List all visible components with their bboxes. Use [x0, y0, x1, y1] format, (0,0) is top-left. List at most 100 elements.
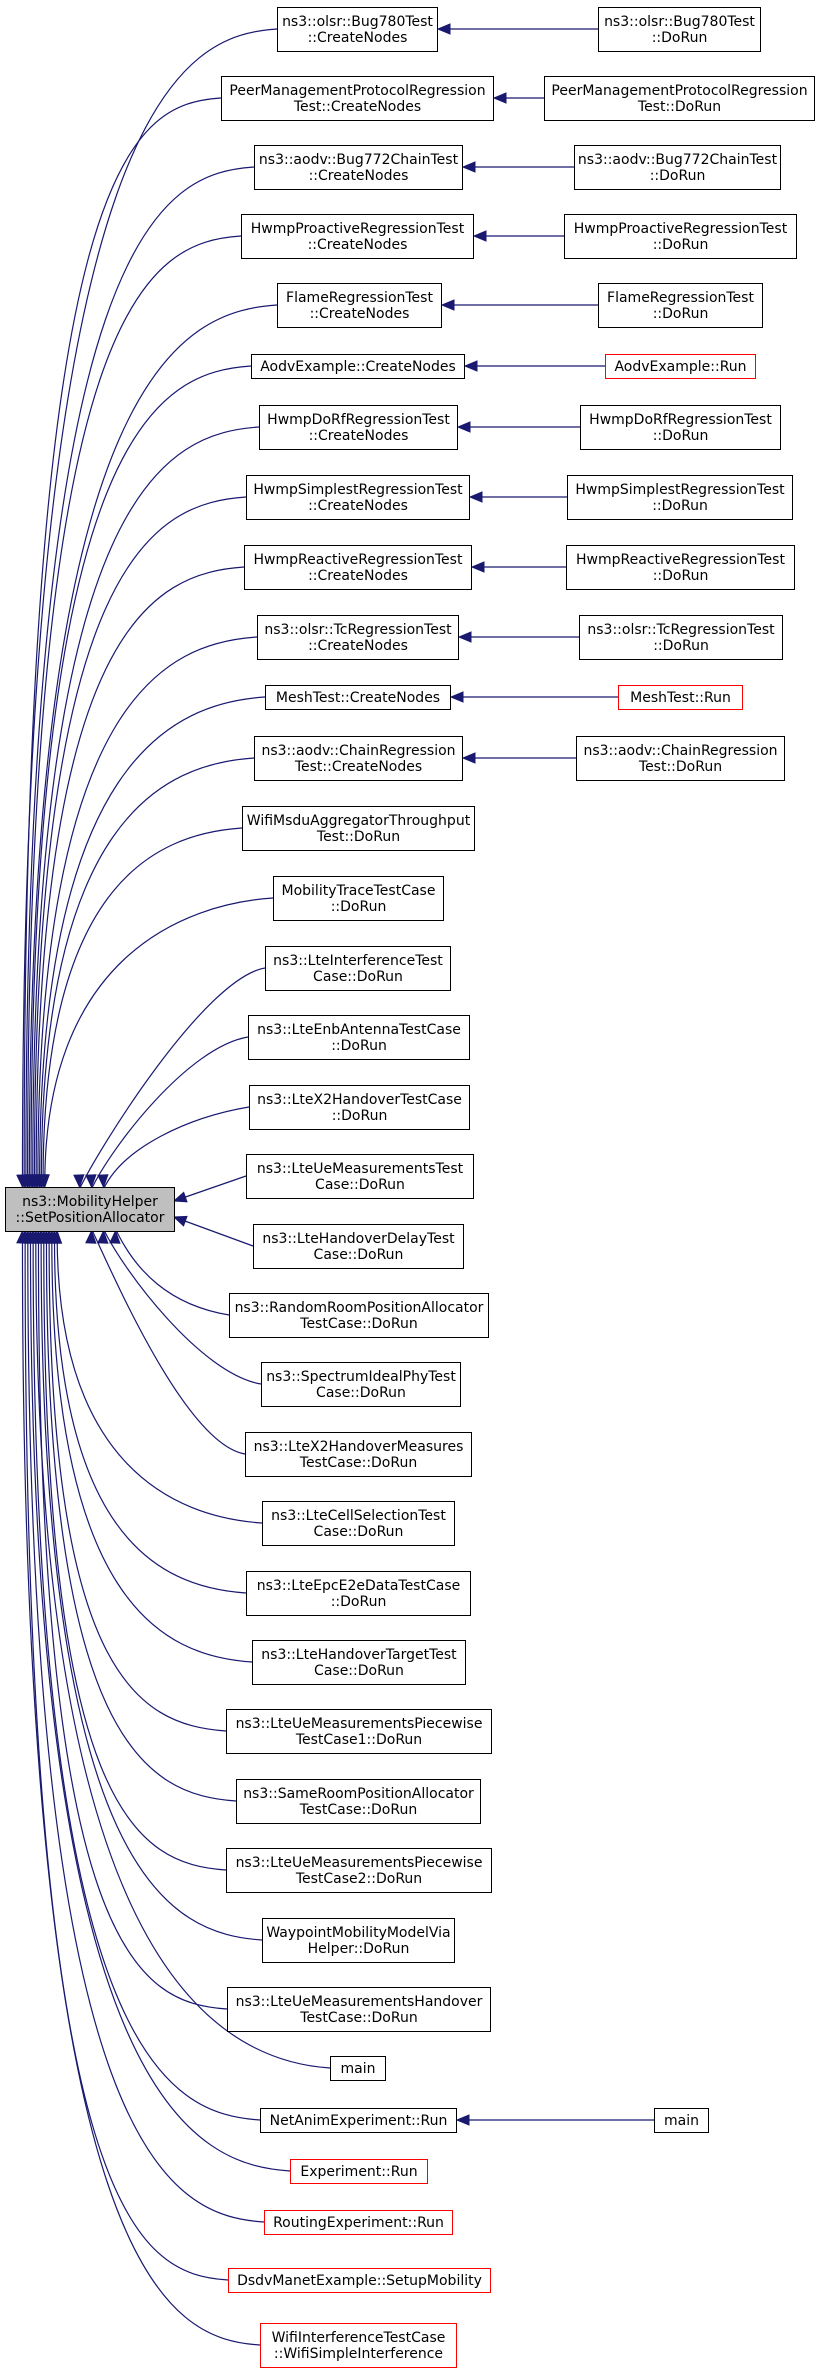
node-flame-create-label-line: FlameRegressionTest [286, 290, 433, 306]
node-flame-create-label-line: ::CreateNodes [310, 306, 410, 322]
edge-arrowhead-lte-handover-delay [172, 1215, 188, 1227]
edge-arrowhead-aodv-bug772-dorun [461, 161, 476, 173]
node-meshtest-create[interactable]: MeshTest::CreateNodes [265, 685, 451, 710]
node-main-2[interactable]: main [654, 2108, 709, 2133]
edge-arrowhead-hwmp-proactive-dorun [472, 230, 487, 242]
node-netanim-run[interactable]: NetAnimExperiment::Run [260, 2108, 457, 2133]
node-mobility-trace[interactable]: MobilityTraceTestCase::DoRun [273, 876, 444, 921]
node-hwmp-simplest-create-label-line: ::CreateNodes [308, 498, 408, 514]
edge-lte-ue-meas-handover-to-root [37, 1228, 228, 2010]
node-experiment-run[interactable]: Experiment::Run [290, 2159, 428, 2184]
edge-lte-x2-handover-to-root [102, 1106, 250, 1190]
node-hwmp-proactive-dorun[interactable]: HwmpProactiveRegressionTest::DoRun [564, 214, 797, 259]
node-netanim-run-label-line: NetAnimExperiment::Run [270, 2113, 448, 2129]
node-hwmp-dorf-dorun[interactable]: HwmpDoRfRegressionTest::DoRun [580, 405, 781, 450]
edge-flame-create-to-root [28, 304, 278, 1190]
node-hwmp-proactive-dorun-label-line: ::DoRun [653, 237, 709, 253]
node-lte-x2-handover-box [249, 1085, 470, 1130]
node-peermgmt-dorun-label-line: Test::DoRun [637, 99, 721, 115]
node-lte-ue-piecewise1[interactable]: ns3::LteUeMeasurementsPiecewiseTestCase1… [226, 1709, 492, 1754]
edge-arrowhead-lte-interference [73, 1174, 85, 1189]
edge-arrowhead-lte-ue-meas [172, 1191, 188, 1203]
node-lte-x2-measures[interactable]: ns3::LteX2HandoverMeasuresTestCase::DoRu… [245, 1432, 472, 1477]
node-aodv-bug772-create-label-line: ns3::aodv::Bug772ChainTest [259, 152, 459, 168]
node-hwmp-dorf-dorun-box [580, 405, 781, 450]
edge-wifi-msdu-to-root [42, 827, 243, 1190]
node-lte-enb-antenna[interactable]: ns3::LteEnbAntennaTestCase::DoRun [248, 1015, 470, 1060]
node-flame-dorun[interactable]: FlameRegressionTest::DoRun [598, 283, 763, 328]
node-hwmp-reactive-create[interactable]: HwmpReactiveRegressionTest::CreateNodes [244, 545, 472, 590]
node-hwmp-reactive-dorun-label-line: ::DoRun [653, 568, 709, 584]
node-lte-enb-antenna-label-line: ::DoRun [331, 1038, 387, 1054]
node-aodv-chain-create[interactable]: ns3::aodv::ChainRegressionTest::CreateNo… [254, 736, 463, 781]
node-lte-interference-box [265, 946, 451, 991]
node-aodv-chain-create-label-line: ns3::aodv::ChainRegression [261, 743, 455, 759]
node-hwmp-dorf-dorun-label-line: HwmpDoRfRegressionTest [589, 412, 772, 428]
node-aodv-bug772-create[interactable]: ns3::aodv::Bug772ChainTest::CreateNodes [254, 145, 463, 190]
node-lte-epc-e2e-box [246, 1571, 471, 1616]
node-dsdv-setup-label-line: DsdvManetExample::SetupMobility [237, 2273, 482, 2289]
edge-arrowhead-main-2 [455, 2114, 470, 2126]
edge-arrowhead-flame-dorun [440, 299, 455, 311]
node-wifi-interference[interactable]: WifiInterferenceTestCase::WifiSimpleInte… [260, 2323, 457, 2368]
node-peermgmt-dorun-box [544, 76, 815, 121]
node-lte-ue-meas-handover-label-line: ns3::LteUeMeasurementsHandover [236, 1994, 483, 2010]
node-meshtest-run[interactable]: MeshTest::Run [618, 685, 743, 710]
node-main-1-label-line: main [341, 2061, 376, 2077]
node-hwmp-reactive-dorun[interactable]: HwmpReactiveRegressionTest::DoRun [566, 545, 795, 590]
node-aodv-bug772-create-box [254, 145, 463, 190]
root-node-mobility-helper-set-position-allocator[interactable]: ns3::MobilityHelper::SetPositionAllocato… [5, 1187, 175, 1232]
node-aodv-example-run-box [605, 354, 756, 379]
node-lte-ue-meas-handover[interactable]: ns3::LteUeMeasurementsHandoverTestCase::… [227, 1987, 491, 2032]
node-olsr-bug780-create[interactable]: ns3::olsr::Bug780Test::CreateNodes [277, 7, 438, 52]
node-hwmp-simplest-dorun[interactable]: HwmpSimplestRegressionTest::DoRun [567, 475, 793, 520]
node-lte-x2-handover[interactable]: ns3::LteX2HandoverTestCase::DoRun [249, 1085, 470, 1130]
node-random-room-box [229, 1293, 489, 1338]
edge-lte-enb-antenna-to-root [90, 1036, 249, 1190]
edge-arrowhead-hwmp-reactive-dorun [470, 561, 485, 573]
graph-edges [16, 23, 654, 2346]
node-hwmp-reactive-dorun-label-line: HwmpReactiveRegressionTest [576, 552, 785, 568]
node-hwmp-dorf-create[interactable]: HwmpDoRfRegressionTest::CreateNodes [259, 405, 458, 450]
node-random-room[interactable]: ns3::RandomRoomPositionAllocatorTestCase… [229, 1293, 489, 1338]
node-olsr-tc-dorun[interactable]: ns3::olsr::TcRegressionTest::DoRun [579, 615, 783, 660]
node-aodv-bug772-dorun[interactable]: ns3::aodv::Bug772ChainTest::DoRun [574, 145, 781, 190]
edge-meshtest-create-to-root [39, 696, 266, 1190]
node-dsdv-setup[interactable]: DsdvManetExample::SetupMobility [228, 2268, 491, 2293]
node-main-1[interactable]: main [330, 2056, 386, 2081]
node-aodv-chain-dorun-label-line: Test::DoRun [638, 759, 722, 775]
node-olsr-bug780-dorun-label-line: ns3::olsr::Bug780Test [604, 14, 755, 30]
node-olsr-bug780-dorun[interactable]: ns3::olsr::Bug780Test::DoRun [598, 7, 761, 52]
edge-arrowhead-wifi-interference [16, 1229, 28, 1244]
node-hwmp-simplest-create[interactable]: HwmpSimplestRegressionTest::CreateNodes [246, 475, 470, 520]
node-aodv-example-run[interactable]: AodvExample::Run [605, 354, 756, 379]
node-same-room[interactable]: ns3::SameRoomPositionAllocatorTestCase::… [236, 1779, 481, 1824]
node-flame-dorun-label-line: FlameRegressionTest [607, 290, 754, 306]
node-peermgmt-dorun[interactable]: PeerManagementProtocolRegressionTest::Do… [544, 76, 815, 121]
node-hwmp-proactive-create[interactable]: HwmpProactiveRegressionTest::CreateNodes [241, 214, 474, 259]
node-random-room-label-line: ns3::RandomRoomPositionAllocator [235, 1300, 484, 1316]
edge-routing-run-to-root [27, 1228, 265, 2223]
node-flame-create[interactable]: FlameRegressionTest::CreateNodes [277, 283, 442, 328]
node-routing-run[interactable]: RoutingExperiment::Run [264, 2210, 453, 2235]
node-peermgmt-create[interactable]: PeerManagementProtocolRegressionTest::Cr… [221, 76, 494, 121]
node-wifi-msdu-box [242, 806, 475, 851]
node-hwmp-reactive-create-label-line: HwmpReactiveRegressionTest [254, 552, 463, 568]
node-flame-dorun-box [598, 283, 763, 328]
edge-arrowhead-aodv-example-run [463, 360, 478, 372]
node-olsr-tc-dorun-label-line: ::DoRun [653, 638, 709, 654]
node-lte-ue-piecewise2[interactable]: ns3::LteUeMeasurementsPiecewiseTestCase2… [226, 1848, 492, 1893]
node-random-room-label-line: TestCase::DoRun [299, 1316, 417, 1332]
node-olsr-tc-create[interactable]: ns3::olsr::TcRegressionTest::CreateNodes [257, 615, 459, 660]
node-aodv-example-create[interactable]: AodvExample::CreateNodes [251, 354, 465, 379]
node-lte-epc-e2e[interactable]: ns3::LteEpcE2eDataTestCase::DoRun [246, 1571, 471, 1616]
